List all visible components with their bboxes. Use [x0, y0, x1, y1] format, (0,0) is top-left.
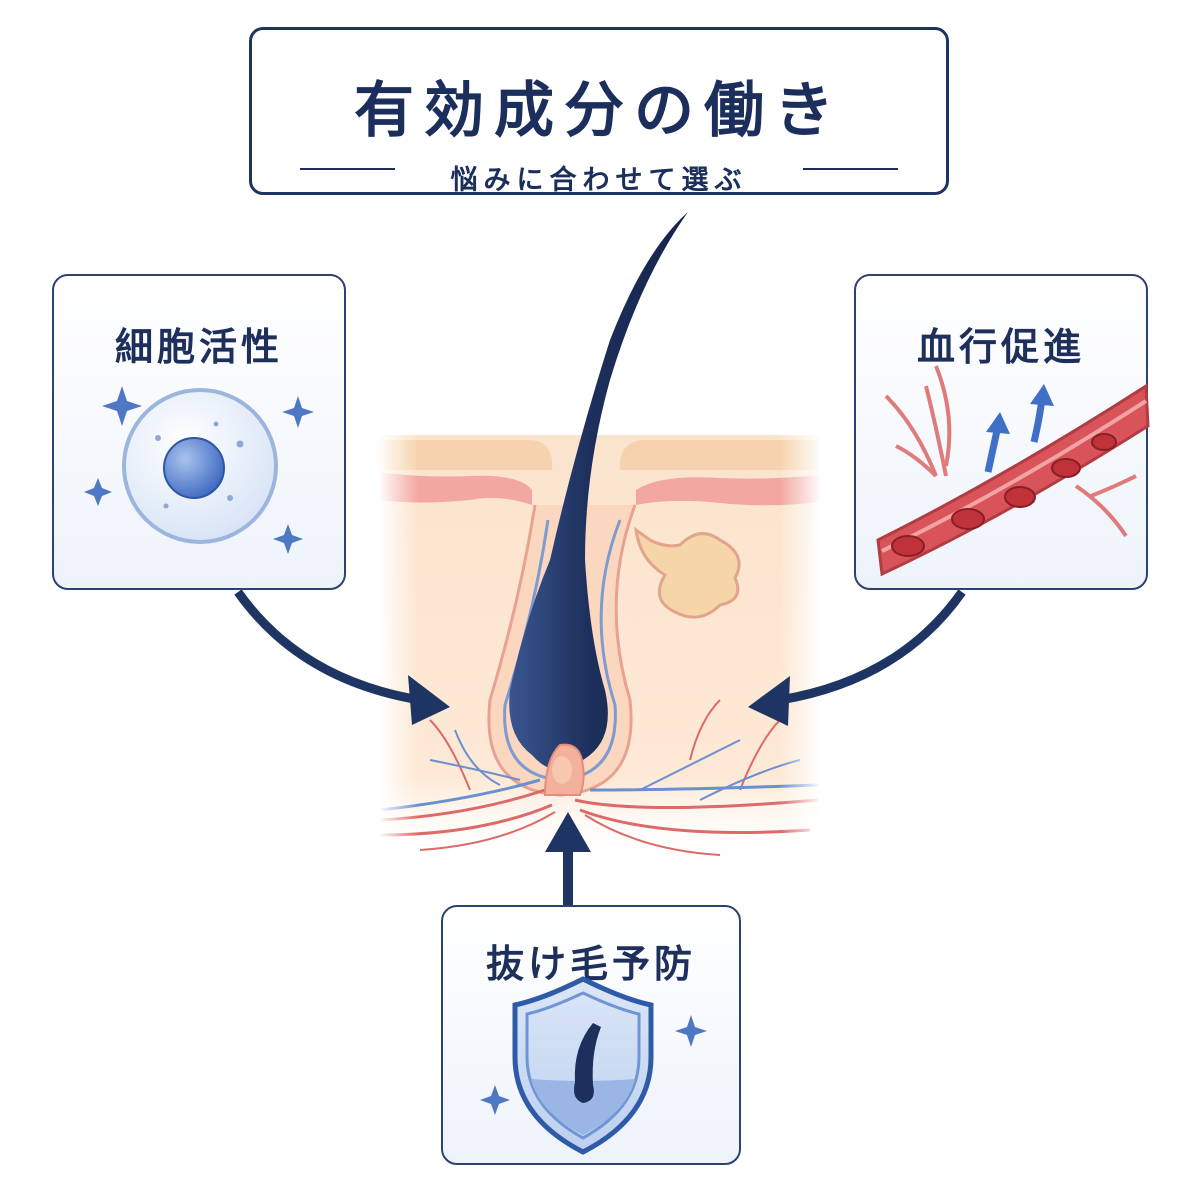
sparkle-icon: [84, 478, 112, 506]
sparkle-icon: [102, 386, 142, 426]
title-box: 有効成分の働き 悩みに合わせて選ぶ: [249, 27, 949, 196]
page-title: 有効成分の働き: [354, 76, 844, 146]
sparkle-icon: [273, 524, 303, 554]
cell-icon: [84, 386, 314, 554]
sparkle-icon: [282, 396, 314, 428]
card-hair-loss-prevention-label: 抜け毛予防: [485, 942, 696, 986]
arrow-from-cell-activation: [234, 589, 421, 705]
shield-icon: [480, 976, 707, 1155]
sparkle-icon: [480, 1085, 510, 1115]
sparkle-icon: [675, 1015, 707, 1047]
card-hair-loss-prevention: 抜け毛予防: [441, 905, 741, 1165]
page-subtitle: 悩みに合わせて選ぶ: [450, 165, 748, 196]
blood-vessel-icon: [876, 365, 1150, 577]
arrow-from-blood-circulation: [779, 589, 966, 705]
card-blood-circulation-label: 血行促進: [916, 325, 1085, 369]
card-blood-circulation: 血行促進: [854, 274, 1150, 590]
card-cell-activation-label: 細胞活性: [114, 325, 283, 369]
subtitle-divider-right: [803, 168, 898, 170]
card-cell-activation: 細胞活性: [52, 274, 346, 590]
subtitle-divider-left: [300, 168, 395, 170]
